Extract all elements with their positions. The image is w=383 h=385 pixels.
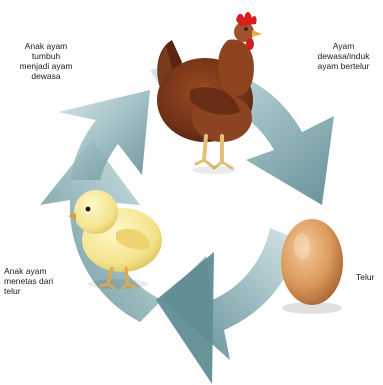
chick-icon <box>68 190 162 290</box>
egg-icon <box>281 219 343 314</box>
label-adult-hen: Ayam dewasa/induk ayam bertelur <box>317 41 370 71</box>
cycle-arrow-top-right <box>150 64 334 205</box>
label-chick-grows: Anak ayam tumbuh menjadi ayam dewasa <box>19 41 73 81</box>
cycle-arrow-top-left <box>58 90 150 180</box>
cycle-ring <box>40 64 334 384</box>
cycle-arrow-bottom-tip <box>156 252 214 384</box>
label-egg: Telur <box>356 272 375 282</box>
hen-icon <box>157 12 262 174</box>
label-chick-hatches: Anak ayam menetas dari telur <box>4 266 54 296</box>
